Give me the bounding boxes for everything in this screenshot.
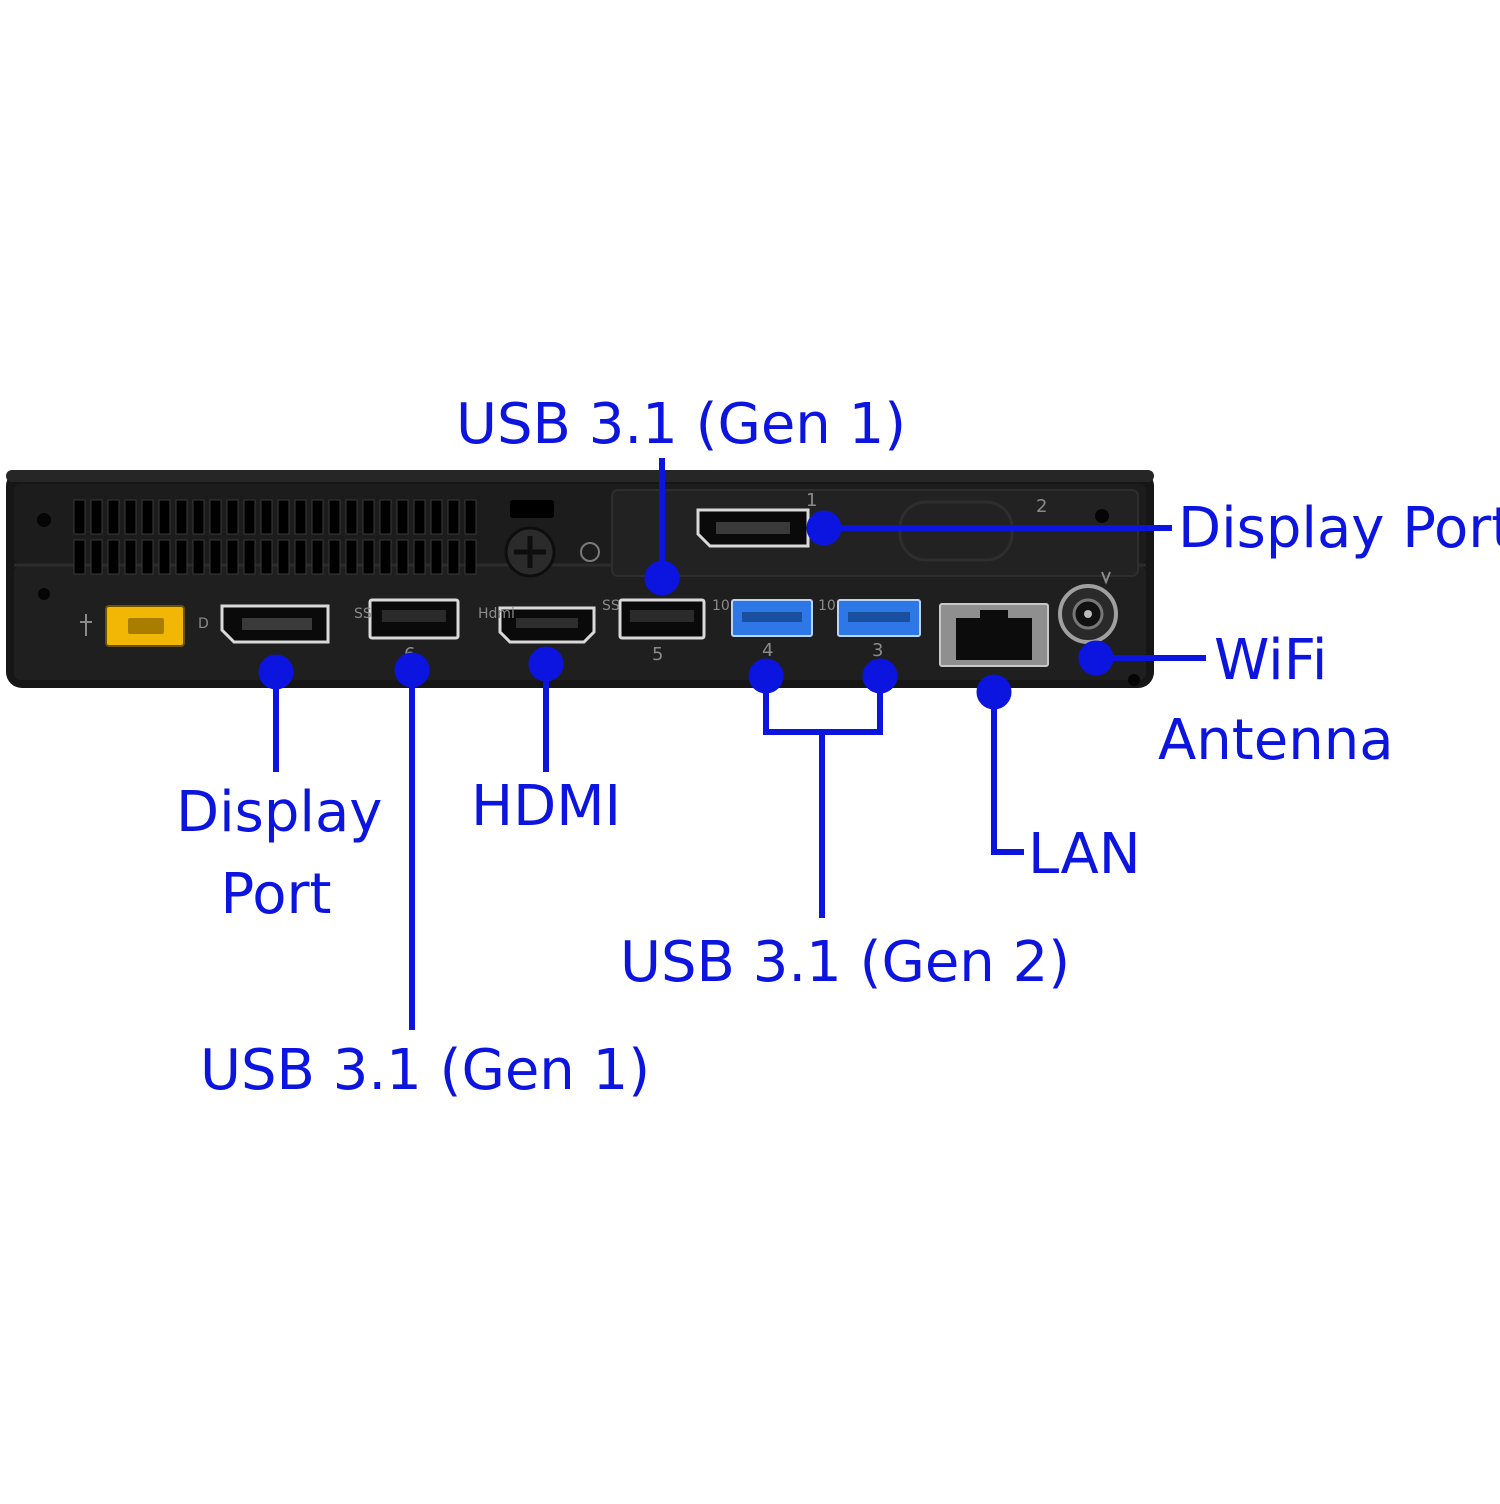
hdmi-marking: Hdmi (478, 606, 515, 622)
vent-slot (175, 539, 188, 575)
vent-slot (260, 539, 273, 575)
vent-slot (277, 499, 290, 535)
vent-slot (311, 499, 324, 535)
vent-slot (73, 499, 86, 535)
label-display: Display (176, 780, 383, 845)
label-wifi: WiFi (1214, 628, 1328, 693)
usb4-port-number: 4 (762, 640, 773, 661)
label-lan: LAN (1028, 822, 1141, 887)
vent-slot (124, 499, 137, 535)
vent-slot (277, 539, 290, 575)
vent-slot (345, 539, 358, 575)
vent-slot (379, 539, 392, 575)
antenna-icon (1101, 571, 1111, 585)
kensington-slot (510, 500, 554, 518)
vent-slot (430, 539, 443, 575)
label-top-usb-gen1: USB 3.1 (Gen 1) (456, 392, 907, 457)
vent-slot (124, 539, 137, 575)
lan-port (939, 603, 1049, 667)
vent-slot (447, 499, 460, 535)
label-usb-gen2: USB 3.1 (Gen 2) (620, 930, 1071, 995)
vent-slot (158, 539, 171, 575)
vent-slot (328, 539, 341, 575)
vent-slot (192, 539, 205, 575)
wifi-antenna-connector (1058, 571, 1118, 644)
label-antenna: Antenna (1158, 708, 1394, 773)
vent-slot (107, 539, 120, 575)
vent-slot (362, 499, 375, 535)
usb-port-6: SS 6 (354, 598, 460, 665)
vent-slot (226, 539, 239, 575)
vent-grill (73, 499, 477, 575)
vent-slot (413, 539, 426, 575)
annotation-leaders (258, 458, 1206, 1030)
vent-slot (260, 499, 273, 535)
vent-slot (243, 539, 256, 575)
usb5-port-number: 5 (652, 644, 663, 665)
usb-ss-marking: SS (354, 606, 372, 622)
chassis-screw-icon (37, 513, 51, 527)
dp2-port-number: 2 (1036, 496, 1047, 517)
vent-slot (362, 539, 375, 575)
dp1-port-number: 1 (806, 490, 817, 511)
dp-logo-icon: D (198, 616, 209, 632)
vent-slot (413, 499, 426, 535)
vent-slot (175, 499, 188, 535)
vent-slot (107, 499, 120, 535)
vent-slot (141, 499, 154, 535)
usb3-10-marking: 10 (818, 598, 836, 614)
vent-slot (464, 499, 477, 535)
label-port: Port (220, 862, 332, 927)
vent-slot (430, 499, 443, 535)
vent-slot (379, 499, 392, 535)
label-bottom-usb-gen1: USB 3.1 (Gen 1) (200, 1038, 651, 1103)
vent-slot (226, 499, 239, 535)
power-connector (80, 605, 185, 647)
vent-slot (158, 499, 171, 535)
vent-slot (192, 499, 205, 535)
vent-slot (396, 499, 409, 535)
vent-slot (328, 499, 341, 535)
usb4-10-marking: 10 (712, 598, 730, 614)
vent-slot (294, 539, 307, 575)
usb5-ss-marking: SS (602, 598, 620, 614)
usb-port-5: SS 5 (602, 598, 706, 665)
vent-slot (464, 539, 477, 575)
security-lock-icon (504, 526, 556, 578)
vent-slot (90, 539, 103, 575)
vent-slot (209, 499, 222, 535)
vent-slot (447, 539, 460, 575)
hdmi-port: Hdmi (478, 606, 596, 644)
vent-slot (209, 539, 222, 575)
vent-slot (345, 499, 358, 535)
vent-slot (141, 539, 154, 575)
display-port-top: 1 2 (696, 490, 1047, 562)
vent-slot (90, 499, 103, 535)
vent-slot (311, 539, 324, 575)
usb3-port-number: 3 (872, 640, 883, 661)
display-port-bottom: D (198, 604, 330, 644)
usb-port-3: 10 3 (818, 598, 921, 661)
vent-slot (243, 499, 256, 535)
settings-icon (580, 542, 600, 562)
vent-slot (73, 539, 86, 575)
vent-slot (396, 539, 409, 575)
power-icon (80, 614, 92, 636)
label-top-display-port: Display Port (1178, 496, 1500, 561)
usb-port-4: 10 4 (712, 598, 813, 661)
vent-slot (294, 499, 307, 535)
label-hdmi: HDMI (470, 774, 622, 839)
